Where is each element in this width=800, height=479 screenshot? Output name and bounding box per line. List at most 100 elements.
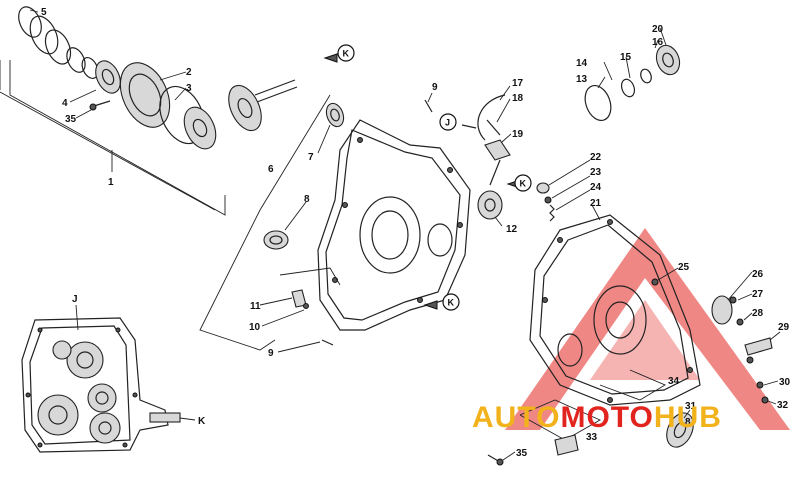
- callout-9-bottom: 9: [268, 348, 274, 359]
- callout-20: 20: [652, 24, 664, 35]
- bolt-35: [93, 100, 111, 107]
- bolt-30: [756, 381, 764, 389]
- dowel-pin-9-top: [424, 99, 433, 113]
- bracket-33: [554, 434, 579, 456]
- callout-labels: 5 2 3 4 35 1 9 7 6 8 11 10 9 12 17 18 19…: [41, 7, 791, 459]
- arrow-icon: [323, 53, 338, 63]
- small-ring: [81, 57, 99, 79]
- svg-text:K: K: [343, 49, 350, 59]
- callout-2: 2: [186, 67, 192, 78]
- watermark-part-auto: AUTOMOTOHUB: [472, 401, 722, 434]
- callout-35-top: 35: [65, 114, 77, 125]
- callout-k-inset: K: [198, 416, 206, 427]
- cover-bore-small: [557, 333, 583, 367]
- callout-31: 31: [685, 401, 697, 412]
- callout-28: 28: [752, 308, 764, 319]
- oil-seal-7: [325, 102, 345, 128]
- arrow-icon: [423, 300, 438, 310]
- bolt-10: [303, 303, 309, 309]
- inset-output-shaft: [149, 412, 181, 423]
- case-cover-21: [529, 214, 701, 406]
- washer-15: [640, 68, 652, 84]
- reference-marker-k1: K: [323, 44, 355, 63]
- callout-33: 33: [586, 432, 598, 443]
- seal-16: [655, 44, 681, 76]
- case-half-outline: [317, 119, 471, 331]
- inset-gear-top: [66, 341, 104, 379]
- assembled-case-outline: [21, 317, 169, 453]
- callout-15: 15: [620, 52, 632, 63]
- callout-11: 11: [250, 301, 261, 312]
- callout-8-left: 8: [304, 194, 310, 205]
- bevel-gear-large: [228, 84, 262, 132]
- callout-22: 22: [590, 152, 602, 163]
- watermark-triangle-icon: [505, 228, 790, 430]
- bolt-25: [651, 278, 659, 286]
- output-seal-group: [584, 27, 681, 122]
- bearing-4-bore: [101, 68, 115, 86]
- callout-j-inset: J: [72, 294, 78, 305]
- seal-20: [662, 52, 674, 68]
- watermark-inner-triangle-icon: [590, 300, 700, 380]
- pin-j: [461, 124, 477, 129]
- svg-text:K: K: [520, 179, 527, 189]
- callout-27: 27: [752, 289, 764, 300]
- callout-35-bottom: 35: [516, 448, 528, 459]
- callout-4: 4: [62, 98, 68, 109]
- shift-lever-19: [484, 139, 511, 161]
- callout-24: 24: [590, 182, 602, 193]
- callout-14: 14: [576, 58, 588, 69]
- snap-ring-13: [584, 84, 612, 122]
- oring-27: [729, 296, 737, 304]
- snap-ring-5c: [44, 29, 72, 65]
- snap-ring-5b: [29, 15, 59, 55]
- spring-17: [477, 94, 506, 141]
- case-bore-small: [427, 223, 453, 257]
- assembled-view-inset: [21, 304, 196, 453]
- callout-7: 7: [308, 152, 314, 163]
- callout-34: 34: [668, 376, 680, 387]
- bevel-gear-small: [183, 106, 217, 150]
- callout-30: 30: [779, 377, 791, 388]
- callout-13: 13: [576, 74, 588, 85]
- ball-23: [544, 196, 552, 204]
- callout-5: 5: [41, 7, 47, 18]
- bearing-12: [477, 190, 503, 220]
- callout-8-bottom: 8: [685, 417, 691, 428]
- snap-ring-5a: [18, 6, 42, 38]
- inset-gear-mid: [87, 383, 117, 413]
- bracket-29: [744, 337, 773, 356]
- callout-12: 12: [506, 224, 518, 235]
- callout-29: 29: [778, 322, 790, 333]
- right-case-half: [487, 159, 781, 466]
- bevel-gear-small-hub: [192, 118, 208, 138]
- shift-assembly: [461, 85, 512, 186]
- washer-ring: [66, 47, 86, 73]
- reference-marker-k2: K: [506, 174, 532, 192]
- callout-19: 19: [512, 129, 524, 140]
- callout-17: 17: [512, 78, 524, 89]
- callout-25: 25: [678, 262, 690, 273]
- inset-gear-large: [37, 394, 79, 436]
- input-shaft: [254, 79, 296, 96]
- callout-6: 6: [268, 164, 274, 175]
- callout-16: 16: [652, 37, 664, 48]
- callout-1: 1: [108, 177, 114, 188]
- bearing-4: [95, 60, 121, 94]
- reference-marker-k3: K: [423, 293, 460, 311]
- input-shaft-group: [0, 6, 298, 216]
- dowel-pin-9-bottom: [321, 339, 334, 346]
- plug-22: [536, 182, 550, 194]
- watermark-logo: [505, 228, 790, 430]
- case-bore-large: [359, 196, 421, 274]
- callout-3: 3: [186, 83, 192, 94]
- pin-18: [486, 119, 501, 136]
- bolt-28: [736, 318, 744, 326]
- svg-text:J: J: [445, 118, 450, 128]
- sensor-26: [711, 295, 733, 325]
- bearing-housing-2: [119, 62, 171, 128]
- callout-32: 32: [777, 400, 789, 411]
- svg-text:K: K: [448, 298, 455, 308]
